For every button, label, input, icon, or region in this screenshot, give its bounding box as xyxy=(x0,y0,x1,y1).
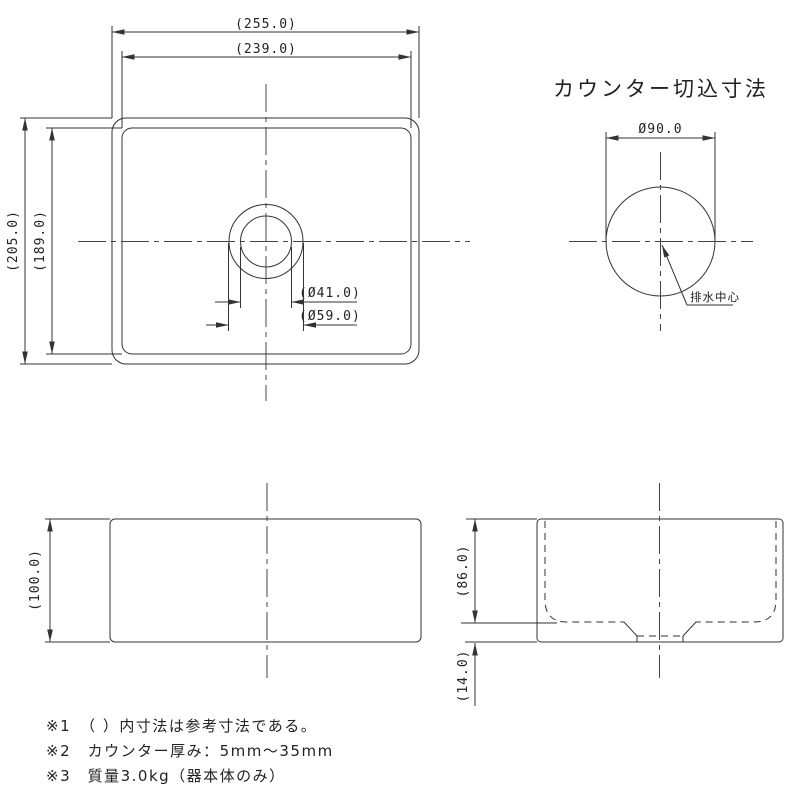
dim-cutout-diameter: Ø90.0 xyxy=(605,122,716,241)
dim-drain-flange: (Ø59.0) xyxy=(206,243,361,331)
dim-section-inner-depth-label: (86.0) xyxy=(456,545,471,598)
dim-front-height: (100.0) xyxy=(28,518,110,643)
dim-inner-width: (239.0) xyxy=(121,42,412,128)
plan-view: (255.0) (239.0) (205.0) (189.0) xyxy=(6,17,470,401)
dim-drain-flange-label: (Ø59.0) xyxy=(299,309,361,324)
front-view: (100.0) xyxy=(28,483,422,678)
notes: ※1 （ ）内寸法は参考寸法である。 ※2 カウンター厚み：5mm～35mm ※… xyxy=(46,717,334,785)
note-2: ※2 カウンター厚み：5mm～35mm xyxy=(46,742,334,760)
dim-inner-depth-label: (189.0) xyxy=(33,210,48,272)
drain-center-label: 排水中心 xyxy=(690,290,740,304)
dim-outer-width-label: (255.0) xyxy=(235,17,297,32)
dim-front-height-label: (100.0) xyxy=(28,549,43,611)
dim-section-base-height: (14.0) xyxy=(456,641,537,706)
section-drain-recess xyxy=(623,621,697,642)
front-outline xyxy=(109,518,422,643)
dim-outer-depth-label: (205.0) xyxy=(6,210,21,272)
dim-drain-hole-label: (Ø41.0) xyxy=(299,286,361,301)
counter-cutout-view: カウンター切込寸法 Ø90.0 排水中心 xyxy=(553,77,769,331)
dim-outer-width: (255.0) xyxy=(111,17,420,118)
dim-outer-depth: (205.0) xyxy=(6,117,112,365)
dim-inner-width-label: (239.0) xyxy=(235,42,297,57)
dim-section-base-height-label: (14.0) xyxy=(456,650,471,703)
section-basin-hidden-right xyxy=(696,521,777,623)
dim-inner-depth: (189.0) xyxy=(33,127,122,355)
section-basin-hidden-left xyxy=(544,521,624,623)
note-1: ※1 （ ）内寸法は参考寸法である。 xyxy=(46,717,317,735)
dim-drain-hole: (Ø41.0) xyxy=(215,247,361,308)
dim-section-inner-depth: (86.0) xyxy=(456,518,557,624)
section-view: (86.0) (14.0) xyxy=(456,483,784,706)
drain-center-leader: 排水中心 xyxy=(661,244,740,306)
counter-cutout-title: カウンター切込寸法 xyxy=(553,77,769,101)
note-3: ※3 質量3.0kg（器本体のみ） xyxy=(46,767,286,785)
dim-cutout-diameter-label: Ø90.0 xyxy=(638,122,682,137)
